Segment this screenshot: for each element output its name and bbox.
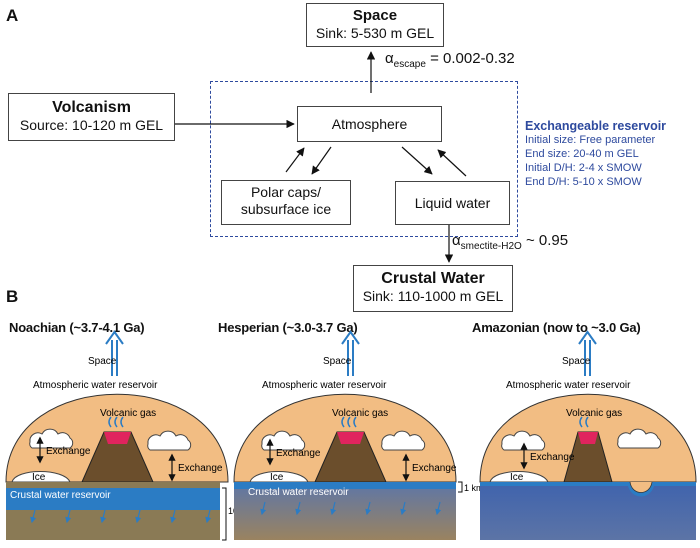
era-title-noachian: Noachian (~3.7-4.1 Ga): [9, 320, 145, 335]
exchangeable-reservoir-region: [210, 81, 518, 237]
exchangeable-line: End D/H: 5-10 x SMOW: [525, 176, 642, 188]
alpha-escape-label: αescape = 0.002-0.32: [385, 50, 515, 70]
exchange-left-label: Exchange: [276, 448, 321, 459]
panel-b-label: B: [6, 287, 19, 306]
crustal-sink: Sink: 110-1000 m GEL: [362, 288, 504, 305]
arrow-caps-to-atmosphere: [285, 147, 305, 173]
space-title: Space: [352, 7, 398, 24]
arrow-atmosphere-to-water: [401, 146, 433, 175]
atmosphere-box: Atmosphere: [297, 106, 442, 142]
polar-caps-box: Polar caps/ subsurface ice: [221, 180, 351, 225]
gas-label: Volcanic gas: [566, 408, 622, 419]
noachian-scene: Space Atmospheric water reservoir Volcan…: [5, 330, 253, 541]
exchange-left-label: Exchange: [46, 446, 91, 457]
era-title-hesperian: Hesperian (~3.0-3.7 Ga): [218, 320, 358, 335]
panel-b-illustrations: Space Atmospheric water reservoir Volcan…: [5, 330, 697, 541]
crust-label: Crustal water reservoir: [10, 490, 111, 501]
exchange-right-label: Exchange: [178, 463, 223, 474]
panel-a-arrows: [175, 51, 467, 263]
space-label: Space: [88, 356, 117, 367]
exchangeable-line: Initial D/H: 2-4 x SMOW: [525, 162, 642, 174]
gas-label: Volcanic gas: [100, 408, 156, 419]
volcanism-title: Volcanism: [52, 99, 131, 116]
exchange-right-label: Exchange: [412, 463, 457, 474]
volcanism-source: Source: 10-120 m GEL: [19, 117, 164, 134]
space-label: Space: [323, 356, 352, 367]
hesperian-scene: Space Atmospheric water reservoir Volcan…: [233, 330, 484, 540]
depth-label: 1 km: [464, 483, 484, 493]
amazonian-scene: Space Atmospheric water reservoir Volcan…: [479, 330, 697, 540]
crustal-title: Crustal Water: [381, 270, 485, 287]
crustal-water-box: Crustal Water Sink: 110-1000 m GEL: [353, 265, 513, 312]
exchangeable-title: Exchangeable reservoir: [525, 119, 667, 133]
panel-a-label: A: [6, 6, 19, 25]
exchangeable-line: Initial size: Free parameter: [525, 134, 656, 146]
arrow-water-to-atmosphere: [437, 149, 467, 177]
ice-label: Ice: [510, 472, 524, 483]
alpha-smectite-label: αsmectite-H2O ~ 0.95: [452, 232, 569, 252]
atmo-label: Atmospheric water reservoir: [506, 380, 631, 391]
space-box: Space Sink: 5-530 m GEL: [306, 3, 444, 47]
atmo-label: Atmospheric water reservoir: [262, 380, 387, 391]
exchangeable-line: End size: 20-40 m GEL: [525, 148, 639, 160]
space-sink: Sink: 5-530 m GEL: [315, 25, 435, 41]
arrow-atmosphere-to-caps: [311, 146, 332, 175]
volcanism-box: Volcanism Source: 10-120 m GEL: [8, 93, 175, 141]
crust-label: Crustal water reservoir: [248, 487, 349, 498]
space-label: Space: [562, 356, 591, 367]
ice-label: Ice: [32, 472, 46, 483]
ice-label: Ice: [270, 472, 284, 483]
gas-label: Volcanic gas: [332, 408, 388, 419]
era-title-amazonian: Amazonian (now to ~3.0 Ga): [472, 320, 641, 335]
exchange-left-label: Exchange: [530, 452, 575, 463]
atmo-label: Atmospheric water reservoir: [33, 380, 158, 391]
liquid-water-box: Liquid water: [395, 181, 510, 225]
exchangeable-text: Exchangeable reservoir Initial size: Fre…: [525, 119, 666, 189]
